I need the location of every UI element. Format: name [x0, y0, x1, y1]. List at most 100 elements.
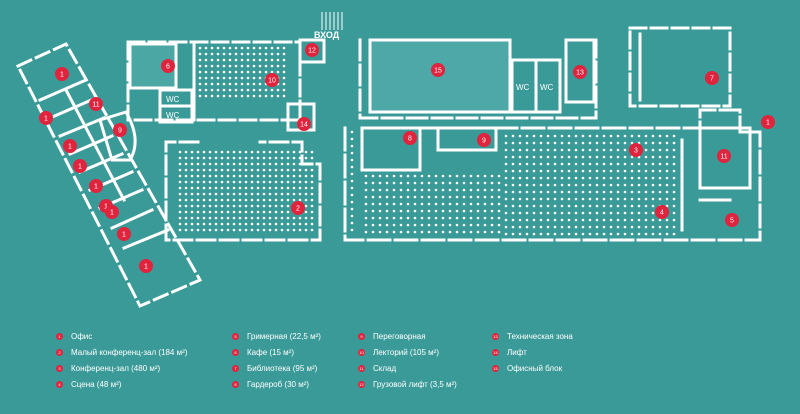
seat — [220, 222, 224, 226]
seat — [310, 204, 314, 208]
seat — [434, 216, 438, 220]
seat — [210, 46, 214, 50]
room-marker-8[interactable]: 8 — [403, 131, 417, 145]
seat — [240, 70, 244, 74]
wing-corridor — [63, 87, 127, 203]
seat — [220, 210, 224, 214]
seat — [310, 186, 314, 190]
room-marker-1[interactable]: 1 — [39, 111, 53, 125]
seat — [238, 174, 242, 178]
room-marker-1[interactable]: 1 — [63, 139, 77, 153]
seat — [232, 198, 236, 202]
room-marker-11[interactable]: 11 — [717, 149, 731, 163]
room-marker-1[interactable]: 1 — [139, 259, 153, 273]
room-marker-5[interactable]: 5 — [725, 213, 739, 227]
seat — [399, 216, 403, 220]
legend-marker: 1 — [56, 333, 63, 340]
seat — [623, 169, 627, 173]
seat — [234, 82, 238, 86]
seat — [258, 64, 262, 68]
seat — [420, 223, 424, 227]
seat — [651, 197, 655, 201]
seat — [539, 204, 543, 208]
room-marker-1[interactable]: 1 — [117, 227, 131, 241]
seat — [256, 168, 260, 172]
seat — [350, 193, 354, 197]
seat — [525, 190, 529, 194]
seat — [190, 192, 194, 196]
seat — [228, 52, 232, 56]
marker-circle — [403, 131, 417, 145]
room-marker-11[interactable]: 11 — [89, 97, 103, 111]
marker-number: 3 — [634, 148, 638, 155]
room-marker-3[interactable]: 3 — [629, 143, 643, 157]
marker-circle — [629, 143, 643, 157]
seat — [202, 168, 206, 172]
seat — [602, 183, 606, 187]
room-marker-12[interactable]: 12 — [305, 43, 319, 57]
room-marker-2[interactable]: 2 — [291, 201, 305, 215]
seat — [644, 204, 648, 208]
seat — [270, 52, 274, 56]
seat — [282, 46, 286, 50]
seat — [644, 134, 648, 138]
room-marker-1[interactable]: 1 — [89, 179, 103, 193]
seat — [264, 46, 268, 50]
seat — [298, 198, 302, 202]
seat — [658, 197, 662, 201]
seat — [581, 169, 585, 173]
seat — [184, 192, 188, 196]
seat — [178, 222, 182, 226]
seat — [539, 134, 543, 138]
room-marker-15[interactable]: 15 — [431, 63, 445, 77]
seat — [455, 174, 459, 178]
legend-label: Лекторий (105 м²) — [373, 348, 439, 357]
marker-number: 11 — [92, 102, 99, 109]
seat — [609, 134, 613, 138]
room-marker-7[interactable]: 7 — [705, 71, 719, 85]
seat — [371, 181, 375, 185]
seat — [234, 94, 238, 98]
seat — [276, 58, 280, 62]
seat — [602, 155, 606, 159]
seat — [518, 218, 522, 222]
room-marker-9[interactable]: 9 — [113, 123, 127, 137]
room-marker-10[interactable]: 10 — [265, 73, 279, 87]
seat — [518, 169, 522, 173]
seat — [282, 70, 286, 74]
seat — [483, 174, 487, 178]
seat — [310, 210, 314, 214]
seat — [441, 174, 445, 178]
room-marker-4[interactable]: 4 — [655, 205, 669, 219]
seat — [196, 174, 200, 178]
seat — [222, 88, 226, 92]
room-marker-1[interactable]: 1 — [73, 159, 87, 173]
seat — [644, 197, 648, 201]
seat — [525, 141, 529, 145]
seat — [490, 202, 494, 206]
room-marker-1[interactable]: 1 — [105, 205, 119, 219]
seat — [511, 190, 515, 194]
seat — [420, 188, 424, 192]
seat — [208, 222, 212, 226]
seat — [270, 70, 274, 74]
seat — [210, 82, 214, 86]
seat — [262, 186, 266, 190]
seat — [574, 225, 578, 229]
seat — [244, 216, 248, 220]
seat — [274, 180, 278, 184]
seat — [238, 204, 242, 208]
room-marker-1[interactable]: 1 — [55, 67, 69, 81]
room-marker-9[interactable]: 9 — [477, 133, 491, 147]
seat — [276, 70, 280, 74]
seat — [202, 186, 206, 190]
seat — [184, 162, 188, 166]
room-marker-1[interactable]: 1 — [761, 115, 775, 129]
seat — [658, 225, 662, 229]
room-marker-6[interactable]: 6 — [161, 59, 175, 73]
seat — [244, 162, 248, 166]
seat — [574, 169, 578, 173]
room-marker-14[interactable]: 14 — [297, 117, 311, 131]
room-marker-13[interactable]: 13 — [573, 65, 587, 79]
